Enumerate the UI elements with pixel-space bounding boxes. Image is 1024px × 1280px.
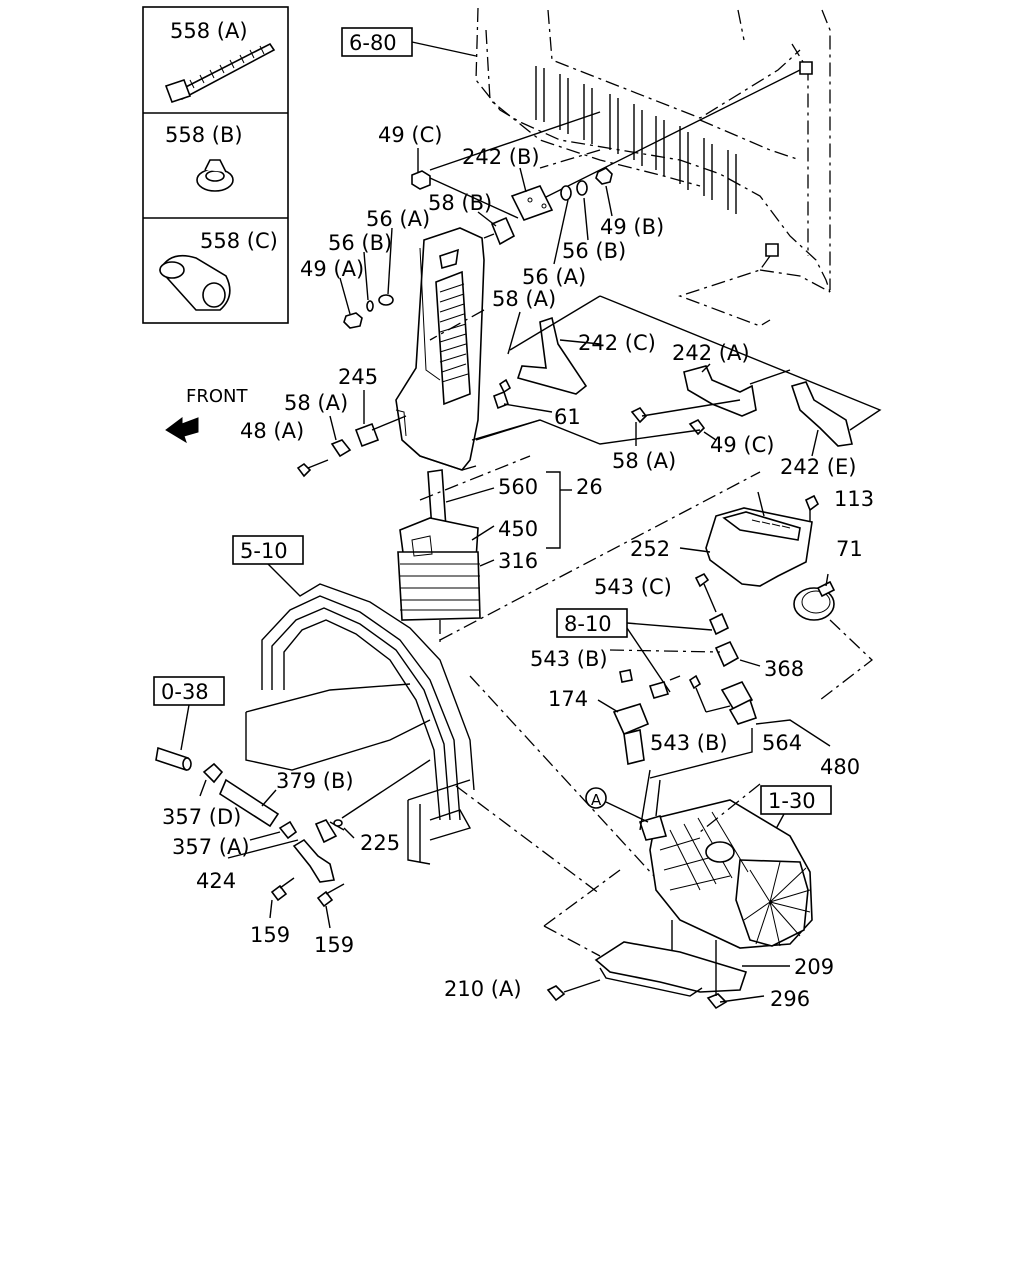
callout-159-right: 159 <box>314 933 354 957</box>
circle-marker-a: A <box>591 791 602 809</box>
front-arrow-icon <box>165 417 199 444</box>
ref-box-6-80: 6-80 <box>341 27 477 57</box>
brackets-right <box>475 295 882 447</box>
svg-text:5-10: 5-10 <box>240 539 288 563</box>
callout-58a-upper: 58 (A) <box>492 287 556 311</box>
callout-labels: 49 (C) 242 (B) 58 (B) 56 (A) 56 (B) 49 (… <box>162 123 874 1011</box>
control-unit <box>705 491 820 587</box>
callout-58b: 58 (B) <box>428 191 492 215</box>
callout-113: 113 <box>834 487 874 511</box>
air-cleaner: A <box>585 769 813 949</box>
svg-text:1-30: 1-30 <box>768 789 816 813</box>
ref-box-8-10: 8-10 <box>556 608 713 693</box>
callout-56b-left: 56 (B) <box>328 231 392 255</box>
callout-210a: 210 (A) <box>444 977 522 1001</box>
callout-49b: 49 (B) <box>600 215 664 239</box>
leader-lines <box>199 148 829 1003</box>
callout-242e: 242 (E) <box>780 455 856 479</box>
callout-245: 245 <box>338 365 378 389</box>
callout-543c: 543 (C) <box>594 575 672 599</box>
callout-26: 26 <box>576 475 603 499</box>
sensor-assembly <box>612 572 831 779</box>
callout-49c-top: 49 (C) <box>378 123 442 147</box>
ref-box-1-30: 1-30 <box>760 785 832 841</box>
inset-label-558b: 558 (B) <box>165 123 243 147</box>
callout-560: 560 <box>498 475 538 499</box>
callout-480: 480 <box>820 755 860 779</box>
callout-61: 61 <box>554 405 581 429</box>
callout-71: 71 <box>836 537 863 561</box>
callout-242a: 242 (A) <box>672 341 750 365</box>
hose-parts <box>155 746 431 908</box>
inset-label-558a: 558 (A) <box>170 19 248 43</box>
callout-56b-right: 56 (B) <box>562 239 626 263</box>
inset-panel: 558 (A) 558 (B) 558 (C) <box>142 6 289 324</box>
callout-543b-left: 543 (B) <box>530 647 608 671</box>
front-label: FRONT <box>186 386 248 407</box>
callout-48a: 48 (A) <box>240 419 304 443</box>
svg-text:0-38: 0-38 <box>161 680 209 704</box>
callout-316: 316 <box>498 549 538 573</box>
clip-b-icon <box>196 159 234 192</box>
upper-hardware <box>343 167 613 329</box>
callout-56a-left: 56 (A) <box>366 207 430 231</box>
callout-bracket-26 <box>546 471 572 549</box>
callout-296: 296 <box>770 987 810 1011</box>
callout-159-left: 159 <box>250 923 290 947</box>
callout-49a: 49 (A) <box>300 257 364 281</box>
callout-49c-lower: 49 (C) <box>710 433 774 457</box>
callout-543b-right: 543 (B) <box>650 731 728 755</box>
frame-rail <box>245 563 475 865</box>
cable-tie-icon <box>164 42 276 104</box>
callout-357d: 357 (D) <box>162 805 241 829</box>
callout-58a-left: 58 (A) <box>284 391 348 415</box>
callout-209: 209 <box>794 955 834 979</box>
callout-56a-right: 56 (A) <box>522 265 586 289</box>
clip-c-icon <box>159 254 231 311</box>
callout-564: 564 <box>762 731 802 755</box>
ref-box-0-38: 0-38 <box>153 676 225 751</box>
callout-379b: 379 (B) <box>276 769 354 793</box>
shift-console <box>395 227 541 471</box>
phantom-lines <box>419 309 873 957</box>
callout-225: 225 <box>360 831 400 855</box>
ref-box-5-10: 5-10 <box>232 535 304 565</box>
callout-242b: 242 (B) <box>462 145 540 169</box>
inset-label-558c: 558 (C) <box>200 229 278 253</box>
left-hardware <box>296 415 407 478</box>
callout-252: 252 <box>630 537 670 561</box>
callout-368: 368 <box>764 657 804 681</box>
hose-clamp-71 <box>793 580 836 621</box>
svg-text:6-80: 6-80 <box>349 31 397 55</box>
callout-174: 174 <box>548 687 588 711</box>
callout-242c: 242 (C) <box>578 331 656 355</box>
cab-rear-panel <box>429 7 831 327</box>
callout-58a-lower: 58 (A) <box>612 449 676 473</box>
mounting-bracket <box>546 920 790 1010</box>
callout-424: 424 <box>196 869 236 893</box>
callout-357a: 357 (A) <box>172 835 250 859</box>
callout-450: 450 <box>498 517 538 541</box>
svg-text:8-10: 8-10 <box>564 612 612 636</box>
front-indicator: FRONT <box>165 386 248 444</box>
shift-boot <box>397 517 481 621</box>
